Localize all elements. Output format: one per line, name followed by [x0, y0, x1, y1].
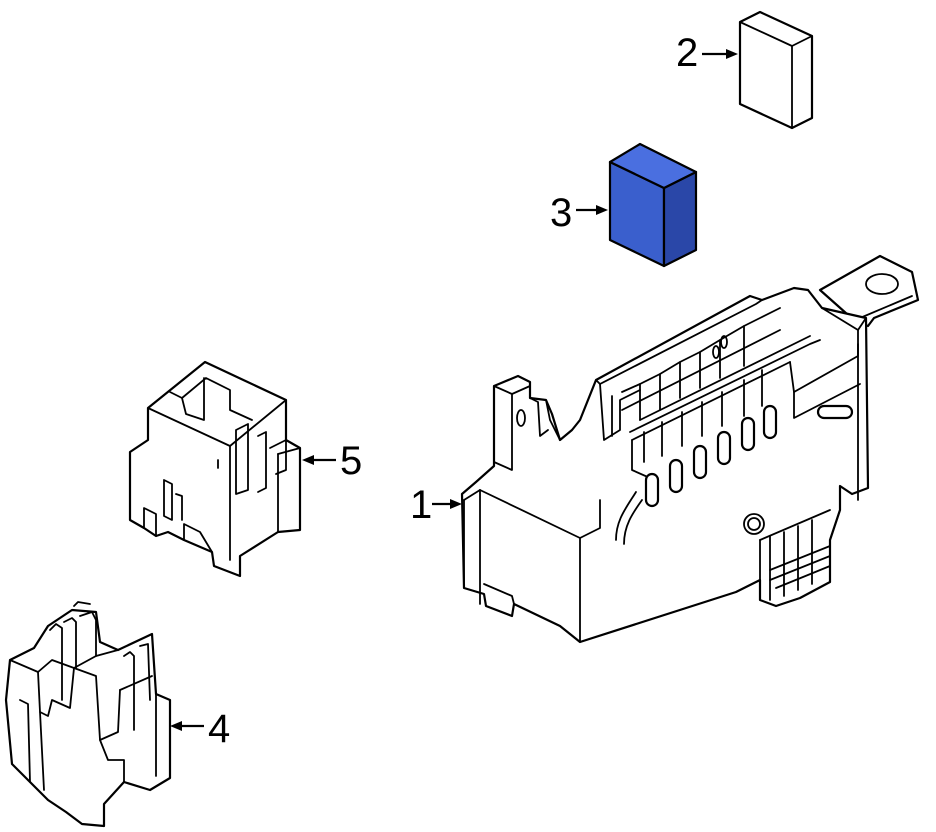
callout-4: 4 — [170, 707, 230, 751]
callout-2: 2 — [676, 31, 738, 75]
arrow-icon — [726, 49, 738, 59]
callout-5-number: 5 — [340, 439, 362, 483]
part-1-fuse-box[interactable] — [460, 254, 920, 644]
callout-1-number: 1 — [410, 483, 432, 527]
callout-3-number: 3 — [550, 191, 572, 235]
callout-2-number: 2 — [676, 31, 698, 75]
callout-5: 5 — [302, 439, 362, 483]
arrow-icon — [596, 205, 608, 215]
callout-4-number: 4 — [208, 707, 230, 751]
callout-3: 3 — [550, 191, 608, 235]
part-2-relay[interactable] — [738, 10, 814, 130]
arrow-icon — [302, 455, 314, 465]
part-4-relay-base[interactable] — [4, 601, 172, 828]
part-3-relay-highlighted[interactable] — [608, 142, 698, 268]
part-5-fuse-holder[interactable] — [128, 360, 302, 578]
callout-1: 1 — [410, 483, 462, 527]
arrow-icon — [170, 721, 182, 731]
arrow-icon — [450, 499, 462, 509]
